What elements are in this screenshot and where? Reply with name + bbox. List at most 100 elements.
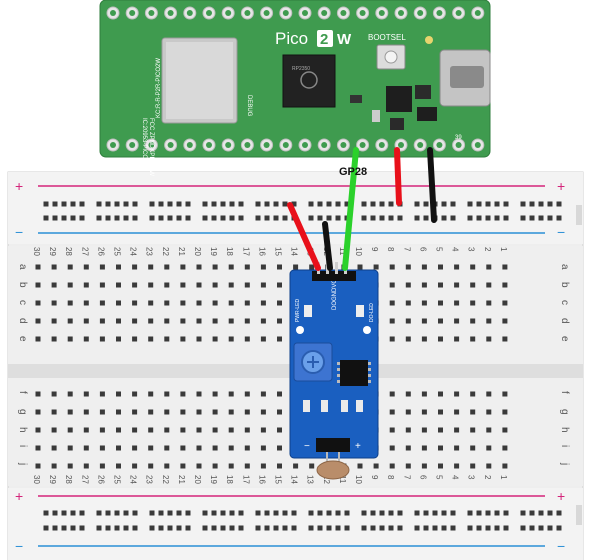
column-number: 28 <box>64 475 73 484</box>
rail-hole <box>238 510 244 516</box>
breadboard-hole <box>99 409 105 415</box>
pico-pin-center <box>167 10 174 16</box>
rail-hole <box>158 510 164 516</box>
breadboard-hole <box>132 318 138 324</box>
breadboard-hole <box>244 409 250 415</box>
rail-hole <box>379 215 385 221</box>
breadboard-hole <box>470 282 476 288</box>
rail-hole <box>467 510 473 516</box>
breadboard-hole <box>389 318 395 324</box>
column-number: 24 <box>129 475 138 484</box>
column-number: 17 <box>241 475 250 484</box>
breadboard-hole <box>83 409 89 415</box>
rail-hole <box>202 525 208 531</box>
rail-hole <box>441 201 447 207</box>
rail-hole <box>79 510 85 516</box>
breadboard-hole <box>228 409 234 415</box>
rail-hole <box>450 215 456 221</box>
breadboard-hole <box>164 409 170 415</box>
breadboard-hole <box>99 445 105 451</box>
rail-hole <box>149 201 155 207</box>
rail-hole <box>70 201 76 207</box>
pico-pin-center <box>417 10 424 16</box>
breadboard-hole <box>454 336 460 342</box>
pico-pin-center <box>225 10 232 16</box>
rail-hole <box>414 525 420 531</box>
breadboard-hole <box>67 336 73 342</box>
rail-hole <box>79 201 85 207</box>
breadboard-hole <box>244 445 250 451</box>
column-number: 23 <box>145 475 154 484</box>
breadboard-hole <box>260 282 266 288</box>
rail-hole <box>114 525 120 531</box>
breadboard-hole <box>164 445 170 451</box>
rail-hole <box>43 510 49 516</box>
breadboard-hole <box>180 463 186 469</box>
breadboard-hole <box>309 264 315 270</box>
breadboard-hole <box>486 318 492 324</box>
breadboard-hole <box>470 300 476 306</box>
pico-pin-center <box>148 142 155 148</box>
breadboard-hole <box>132 427 138 433</box>
rail-hole <box>494 510 500 516</box>
breadboard-hole <box>35 336 41 342</box>
row-letter: i <box>559 445 570 447</box>
chip-text: RP2350 <box>292 66 310 72</box>
column-number: 29 <box>48 475 57 484</box>
breadboard-hole <box>405 445 411 451</box>
breadboard-hole <box>196 336 202 342</box>
rail-hole <box>149 510 155 516</box>
rail-hole <box>229 201 235 207</box>
breadboard-hole <box>67 427 73 433</box>
breadboard-hole <box>228 264 234 270</box>
rail-hole <box>520 215 526 221</box>
rail-hole <box>538 201 544 207</box>
rail-hole <box>114 215 120 221</box>
rail-hole <box>229 525 235 531</box>
breadboard-hole <box>99 318 105 324</box>
breadboard-hole <box>421 336 427 342</box>
breadboard-hole <box>454 427 460 433</box>
column-number: 17 <box>241 247 250 256</box>
rail-hole <box>220 525 226 531</box>
breadboard-hole <box>373 264 379 270</box>
rail-hole <box>123 525 129 531</box>
pico-pin-center <box>378 142 385 148</box>
breadboard-hole <box>421 427 427 433</box>
rail-hole <box>529 215 535 221</box>
pwr-led <box>304 305 312 317</box>
column-number: 26 <box>96 247 105 256</box>
breadboard-hole <box>51 336 57 342</box>
breadboard-hole <box>180 409 186 415</box>
column-number: 2 <box>483 247 492 252</box>
rail-hole <box>132 215 138 221</box>
rail-hole <box>70 510 76 516</box>
breadboard-hole <box>502 282 508 288</box>
breadboard-hole <box>132 463 138 469</box>
column-number: 30 <box>32 475 41 484</box>
rail-hole <box>423 215 429 221</box>
column-number: 5 <box>435 475 444 480</box>
column-number: 18 <box>225 475 234 484</box>
breadboard-hole <box>212 282 218 288</box>
rail-hole <box>238 525 244 531</box>
breadboard-hole <box>486 282 492 288</box>
breadboard-hole <box>132 264 138 270</box>
breadboard-hole <box>293 264 299 270</box>
breadboard-hole <box>486 391 492 397</box>
column-number: 11 <box>338 475 347 484</box>
rail-hole <box>167 201 173 207</box>
breadboard-hole <box>164 318 170 324</box>
rail-hole <box>467 201 473 207</box>
rail-hole <box>547 510 553 516</box>
top-minus-left: − <box>15 224 23 240</box>
breadboard-hole <box>486 409 492 415</box>
rail-hole <box>96 525 102 531</box>
breadboard-hole <box>438 336 443 342</box>
breadboard-hole <box>196 264 202 270</box>
breadboard-hole <box>277 336 282 342</box>
rail-hole <box>105 510 111 516</box>
breadboard-hole <box>277 282 282 288</box>
pico-silk-kc: KC:R-R-P2R-PICO2W <box>156 58 162 118</box>
breadboard-hole <box>148 300 154 306</box>
